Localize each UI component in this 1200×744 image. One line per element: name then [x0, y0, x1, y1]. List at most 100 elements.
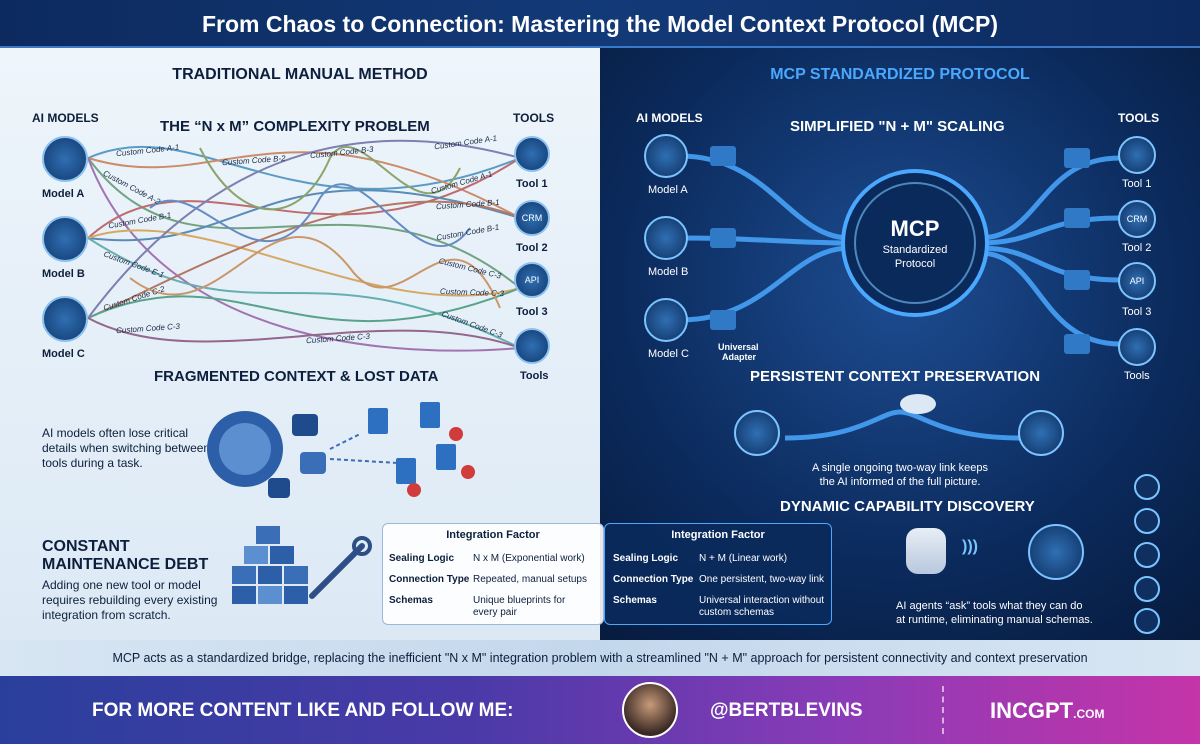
row-value: every pair	[473, 607, 517, 618]
social-handle[interactable]: @BERTBLEVINS	[710, 700, 863, 721]
tools-label: TOOLS	[513, 111, 555, 125]
page-title: From Chaos to Connection: Mastering the …	[201, 11, 999, 37]
text-tool-icon	[1134, 474, 1160, 500]
row-value: Repeated, manual setups	[473, 574, 587, 585]
avatar	[622, 682, 678, 738]
model-c-icon	[644, 298, 688, 342]
file-tool-icon	[1134, 576, 1160, 602]
robot-agent-icon	[906, 528, 946, 574]
tool-1-label: Tool 1	[1122, 178, 1152, 190]
footer: FOR MORE CONTENT LIKE AND FOLLOW ME: @BE…	[0, 676, 1200, 744]
model-b-icon	[644, 216, 688, 260]
tool-3-label: Tool 3	[1122, 306, 1152, 318]
row-value: Universal interaction without	[699, 595, 825, 606]
tool-3-label: Tool 3	[516, 306, 548, 318]
model-a-icon	[644, 134, 688, 178]
document-tool-icon	[1134, 542, 1160, 568]
tools-label: TOOLS	[1118, 111, 1160, 125]
maintenance-title: MAINTENANCE DEBT	[42, 556, 209, 573]
problem-title: THE “N x M” COMPLEXITY PROBLEM	[160, 118, 430, 135]
mcp-connections	[679, 146, 1121, 441]
traditional-panel: TRADITIONAL MANUAL METHOD AI MODELS TOOL…	[0, 48, 600, 640]
row-label: Sealing Logic	[389, 553, 455, 564]
row-label: Schemas	[613, 595, 657, 606]
manual-comparison-table: Integration Factor Sealing Logic N x M (…	[382, 523, 604, 625]
footer-divider	[942, 686, 944, 734]
row-label: Connection Type	[389, 574, 470, 585]
model-b-label: Model B	[42, 268, 85, 280]
signal-waves-icon: )))	[962, 538, 978, 555]
database-icon	[514, 136, 550, 172]
persistent-text: A single ongoing two-way link keeps	[811, 462, 989, 474]
row-value: custom schemas	[699, 607, 775, 618]
fragmented-text: tools during a task.	[42, 456, 143, 470]
row-value: One persistent, two-way link	[699, 574, 825, 585]
model-a-icon	[42, 136, 88, 182]
mcp-heading: MCP STANDARDIZED PROTOCOL	[770, 66, 1030, 83]
ai-models-label: AI MODELS	[32, 111, 99, 125]
follow-cta: FOR MORE CONTENT LIKE AND FOLLOW ME:	[92, 700, 514, 721]
row-value: N x M (Exponential work)	[473, 553, 585, 564]
hub-title: MCP	[890, 216, 940, 241]
brand-logo[interactable]: INCGPT.COM	[990, 698, 1104, 724]
dynamic-text: AI agents “ask” tools what they can do	[896, 600, 1083, 612]
table-header: Integration Factor	[671, 529, 765, 541]
row-value: Unique blueprints for	[473, 595, 566, 606]
robot-arm-icon	[1118, 328, 1156, 366]
fragmented-text: details when switching between	[42, 441, 211, 455]
scaling-title: SIMPLIFIED "N + M" SCALING	[790, 118, 1005, 135]
list-tool-icon	[1134, 608, 1160, 634]
model-icon-right	[1018, 410, 1064, 456]
maintenance-text: Adding one new tool or model	[42, 578, 201, 592]
dynamic-title: DYNAMIC CAPABILITY DISCOVERY	[780, 498, 1035, 515]
fragmented-text: AI models often lose critical	[42, 426, 189, 440]
model-hub-icon	[1028, 524, 1084, 580]
row-value: N + M (Linear work)	[699, 553, 788, 564]
dynamic-text: at runtime, eliminating manual schemas.	[896, 614, 1093, 626]
maintenance-text: requires rebuilding every existing	[42, 593, 218, 607]
model-b-label: Model B	[648, 266, 689, 278]
model-a-label: Model A	[42, 188, 85, 200]
summary-text: MCP acts as a standardized bridge, repla…	[112, 651, 1088, 665]
adapter-label: Adapter	[722, 352, 757, 362]
summary-bar: MCP acts as a standardized bridge, repla…	[0, 640, 1200, 676]
api-icon: API	[514, 262, 550, 298]
model-a-label: Model A	[648, 184, 688, 196]
model-c-label: Model C	[648, 348, 689, 360]
brand-suffix: .COM	[1073, 707, 1105, 721]
maintenance-title: CONSTANT	[42, 538, 130, 555]
tool-2-label: Tool 2	[516, 242, 548, 254]
table-header: Integration Factor	[446, 529, 540, 541]
hub-subtitle: Standardized	[882, 244, 948, 256]
title-bar: From Chaos to Connection: Mastering the …	[0, 0, 1200, 48]
persistent-text: the AI informed of the full picture.	[819, 476, 981, 488]
crm-icon: CRM	[514, 200, 550, 236]
traditional-heading: TRADITIONAL MANUAL METHOD	[172, 66, 428, 83]
crm-icon: CRM	[1118, 200, 1156, 238]
puzzle-brain-illustration	[207, 402, 475, 498]
mcp-panel: MCP STANDARDIZED PROTOCOL AI MODELS TOOL…	[600, 48, 1200, 640]
persistent-title: PERSISTENT CONTEXT PRESERVATION	[750, 368, 1041, 385]
chart-tool-icon	[1134, 508, 1160, 534]
row-label: Connection Type	[613, 574, 694, 585]
adapter-label: Universal	[718, 342, 759, 352]
row-label: Schemas	[389, 595, 433, 606]
broken-blocks-illustration	[232, 526, 372, 604]
tangled-connections	[87, 139, 521, 352]
model-icon-left	[734, 410, 780, 456]
tool-2-label: Tool 2	[1122, 242, 1152, 254]
fragmented-title: FRAGMENTED CONTEXT & LOST DATA	[154, 368, 439, 385]
api-icon: API	[1118, 262, 1156, 300]
row-label: Sealing Logic	[613, 553, 679, 564]
database-icon	[1118, 136, 1156, 174]
model-b-icon	[42, 216, 88, 262]
mcp-comparison-table: Integration Factor Sealing Logic N + M (…	[604, 523, 832, 625]
brand-name: INCGPT	[990, 698, 1074, 723]
hub-subtitle: Protocol	[894, 258, 936, 270]
model-c-icon	[42, 296, 88, 342]
tool-1-label: Tool 1	[516, 178, 548, 190]
robot-arm-icon	[514, 328, 550, 364]
tools-label-4: Tools	[1124, 370, 1150, 382]
tools-label-4: Tools	[520, 370, 549, 382]
maintenance-text: integration from scratch.	[42, 608, 171, 622]
